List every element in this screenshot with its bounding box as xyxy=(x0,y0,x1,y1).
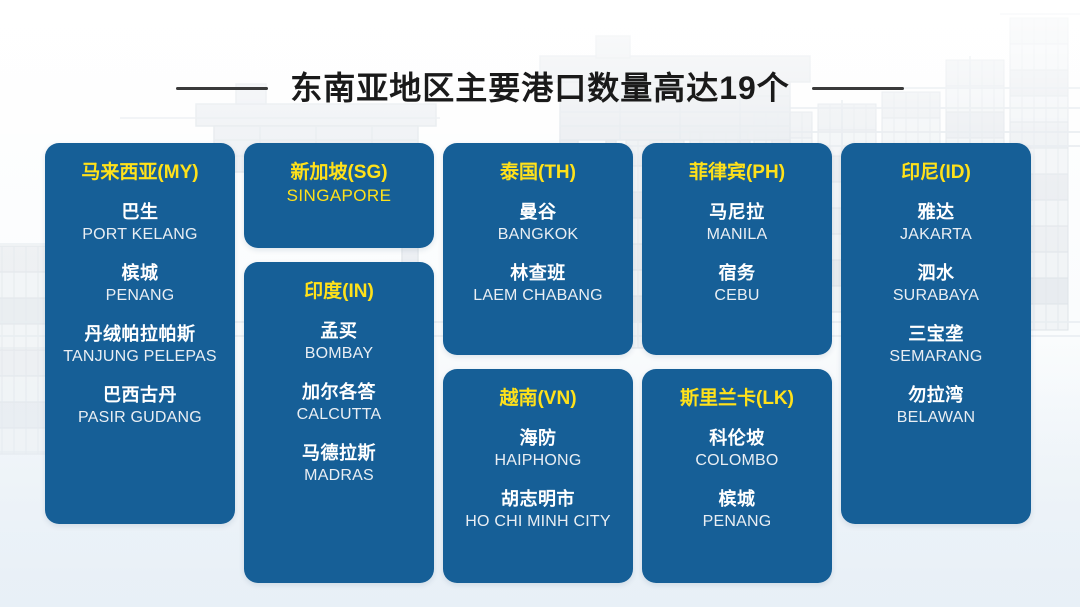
port-name-cn: 雅达 xyxy=(917,201,955,222)
column-philippines-srilanka: 菲律宾(PH) 马尼拉 MANILA 宿务 CEBU 斯里兰卡(LK) 科伦坡 … xyxy=(642,143,832,583)
country-card-grid: 马来西亚(MY) 巴生 PORT KELANG 槟城 PENANG 丹绒帕拉帕斯… xyxy=(45,143,1040,583)
port-name-cn: 胡志明市 xyxy=(501,488,575,509)
port-name-en: TANJUNG PELEPAS xyxy=(63,348,217,366)
port-name-en: BANGKOK xyxy=(497,226,579,244)
country-card-thailand[interactable]: 泰国(TH) 曼谷 BANGKOK 林查班 LAEM CHABANG xyxy=(443,143,633,355)
country-card-singapore[interactable]: 新加坡(SG) SINGAPORE xyxy=(244,143,434,248)
port-item[interactable]: 林查班 LAEM CHABANG xyxy=(451,262,625,307)
country-title-philippines: 菲律宾(PH) xyxy=(688,162,786,183)
port-name-en: MADRAS xyxy=(304,467,374,485)
country-card-india[interactable]: 印度(IN) 孟买 BOMBAY 加尔各答 CALCUTTA 马德拉斯 MADR… xyxy=(244,262,434,583)
port-name-cn: 三宝垄 xyxy=(908,323,964,344)
port-item[interactable]: 孟买 BOMBAY xyxy=(252,320,426,365)
port-name-cn: 马尼拉 xyxy=(709,201,765,222)
column-malaysia: 马来西亚(MY) 巴生 PORT KELANG 槟城 PENANG 丹绒帕拉帕斯… xyxy=(45,143,235,583)
port-item[interactable]: 海防 HAIPHONG xyxy=(451,427,625,472)
port-name-cn: 曼谷 xyxy=(519,201,557,222)
port-item[interactable]: 泗水 SURABAYA xyxy=(849,262,1023,307)
port-name-en: PASIR GUDANG xyxy=(78,409,202,427)
title-rule-left xyxy=(176,86,269,90)
country-title-indonesia: 印尼(ID) xyxy=(901,162,971,183)
title-rule-right xyxy=(811,86,904,90)
country-card-vietnam[interactable]: 越南(VN) 海防 HAIPHONG 胡志明市 HO CHI MINH CITY xyxy=(443,369,633,583)
port-list-india: 孟买 BOMBAY 加尔各答 CALCUTTA 马德拉斯 MADRAS xyxy=(252,320,426,487)
port-name-en: COLOMBO xyxy=(695,452,779,470)
port-name-cn: 科伦坡 xyxy=(709,427,765,448)
port-name-cn: 马德拉斯 xyxy=(302,442,376,463)
port-name-cn: 加尔各答 xyxy=(302,381,376,402)
port-name-en: PORT KELANG xyxy=(82,226,198,244)
column-indonesia: 印尼(ID) 雅达 JAKARTA 泗水 SURABAYA 三宝垄 SEMARA… xyxy=(841,143,1031,583)
port-item[interactable]: 雅达 JAKARTA xyxy=(849,201,1023,246)
port-name-en: LAEM CHABANG xyxy=(473,287,603,305)
port-name-cn: 丹绒帕拉帕斯 xyxy=(84,323,196,344)
country-title-vietnam: 越南(VN) xyxy=(499,388,577,409)
country-title-thailand: 泰国(TH) xyxy=(500,162,576,183)
port-item[interactable]: 巴西古丹 PASIR GUDANG xyxy=(53,384,227,429)
port-list-malaysia: 巴生 PORT KELANG 槟城 PENANG 丹绒帕拉帕斯 TANJUNG … xyxy=(53,201,227,429)
country-subtitle-singapore: SINGAPORE xyxy=(286,185,392,205)
port-name-en: PENANG xyxy=(702,513,772,531)
port-name-cn: 泗水 xyxy=(917,262,955,283)
port-name-en: BELAWAN xyxy=(896,409,976,427)
country-card-srilanka[interactable]: 斯里兰卡(LK) 科伦坡 COLOMBO 槟城 PENANG xyxy=(642,369,832,583)
port-item[interactable]: 丹绒帕拉帕斯 TANJUNG PELEPAS xyxy=(53,323,227,368)
port-name-cn: 巴西古丹 xyxy=(103,384,177,405)
port-name-en: CALCUTTA xyxy=(296,406,382,424)
port-name-en: BOMBAY xyxy=(304,345,374,363)
port-item[interactable]: 巴生 PORT KELANG xyxy=(53,201,227,246)
port-name-cn: 槟城 xyxy=(718,488,756,509)
port-name-cn: 林查班 xyxy=(510,262,566,283)
column-thailand-vietnam: 泰国(TH) 曼谷 BANGKOK 林查班 LAEM CHABANG 越南(VN… xyxy=(443,143,633,583)
port-name-en: HAIPHONG xyxy=(494,452,582,470)
port-list-thailand: 曼谷 BANGKOK 林查班 LAEM CHABANG xyxy=(451,201,625,307)
port-name-cn: 勿拉湾 xyxy=(908,384,964,405)
port-list-philippines: 马尼拉 MANILA 宿务 CEBU xyxy=(650,201,824,307)
port-name-en: SEMARANG xyxy=(889,348,983,366)
country-title-india: 印度(IN) xyxy=(304,281,374,302)
port-name-cn: 槟城 xyxy=(121,262,159,283)
port-item[interactable]: 三宝垄 SEMARANG xyxy=(849,323,1023,368)
port-item[interactable]: 槟城 PENANG xyxy=(650,488,824,533)
port-item[interactable]: 马德拉斯 MADRAS xyxy=(252,442,426,487)
port-item[interactable]: 加尔各答 CALCUTTA xyxy=(252,381,426,426)
port-name-cn: 海防 xyxy=(519,427,557,448)
port-name-en: MANILA xyxy=(706,226,768,244)
country-title-singapore: 新加坡(SG) xyxy=(290,162,388,183)
port-item[interactable]: 勿拉湾 BELAWAN xyxy=(849,384,1023,429)
page-title: 东南亚地区主要港口数量高达19个 xyxy=(290,70,790,106)
country-title-srilanka: 斯里兰卡(LK) xyxy=(680,388,794,409)
port-item[interactable]: 胡志明市 HO CHI MINH CITY xyxy=(451,488,625,533)
country-card-philippines[interactable]: 菲律宾(PH) 马尼拉 MANILA 宿务 CEBU xyxy=(642,143,832,355)
country-card-malaysia[interactable]: 马来西亚(MY) 巴生 PORT KELANG 槟城 PENANG 丹绒帕拉帕斯… xyxy=(45,143,235,524)
port-item[interactable]: 曼谷 BANGKOK xyxy=(451,201,625,246)
port-name-cn: 孟买 xyxy=(320,320,358,341)
port-item[interactable]: 槟城 PENANG xyxy=(53,262,227,307)
port-name-en: JAKARTA xyxy=(900,226,972,244)
port-list-srilanka: 科伦坡 COLOMBO 槟城 PENANG xyxy=(650,427,824,533)
country-title-malaysia: 马来西亚(MY) xyxy=(81,162,199,183)
port-name-en: PENANG xyxy=(105,287,175,305)
port-name-en: CEBU xyxy=(714,287,760,305)
port-name-en: SURABAYA xyxy=(892,287,980,305)
port-name-cn: 巴生 xyxy=(121,201,159,222)
page-header: 东南亚地区主要港口数量高达19个 xyxy=(0,64,1080,112)
port-item[interactable]: 宿务 CEBU xyxy=(650,262,824,307)
port-item[interactable]: 马尼拉 MANILA xyxy=(650,201,824,246)
port-list-vietnam: 海防 HAIPHONG 胡志明市 HO CHI MINH CITY xyxy=(451,427,625,533)
country-card-indonesia[interactable]: 印尼(ID) 雅达 JAKARTA 泗水 SURABAYA 三宝垄 SEMARA… xyxy=(841,143,1031,524)
port-item[interactable]: 科伦坡 COLOMBO xyxy=(650,427,824,472)
port-list-indonesia: 雅达 JAKARTA 泗水 SURABAYA 三宝垄 SEMARANG 勿拉湾 … xyxy=(849,201,1023,429)
port-name-cn: 宿务 xyxy=(718,262,756,283)
column-singapore-india: 新加坡(SG) SINGAPORE 印度(IN) 孟买 BOMBAY 加尔各答 … xyxy=(244,143,434,583)
port-name-en: HO CHI MINH CITY xyxy=(465,513,611,531)
